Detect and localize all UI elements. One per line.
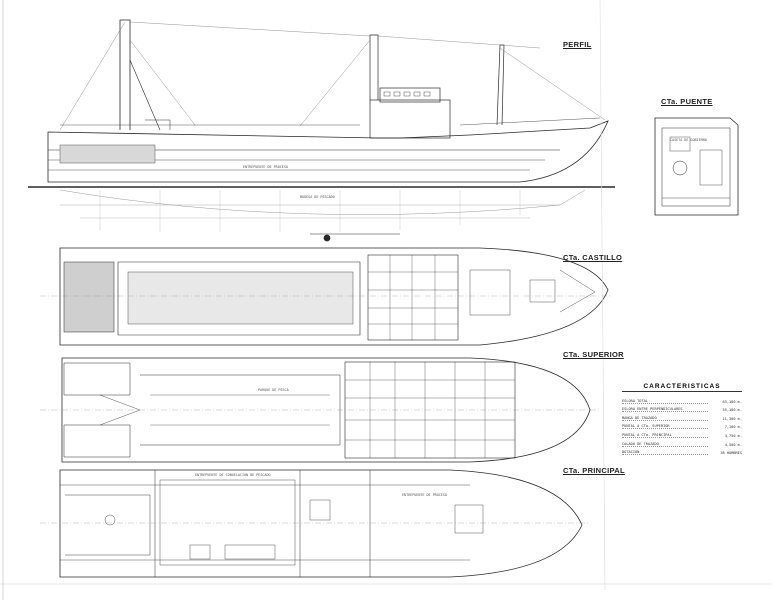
label-cta-principal: CTa. PRINCIPAL: [563, 466, 625, 475]
profile-mast-fore: [496, 44, 505, 126]
profile-wheelhouse: [379, 87, 441, 103]
spec-label: CALADO DE TRAZADO: [622, 442, 708, 447]
note-main-deck-fwd: ENTREPUENTE DE PROCESO: [402, 493, 447, 497]
main-deck-view: [40, 469, 590, 578]
label-cta-superior: CTa. SUPERIOR: [563, 350, 624, 359]
spec-row: PUNTAL A CTa. SUPERIOR 7,100 m.: [622, 421, 742, 430]
forecastle-deck-view: [40, 247, 612, 346]
spec-value: 7,100 m.: [724, 425, 742, 430]
profile-gantry-aft: [119, 19, 131, 130]
scale-marker-icon: [323, 234, 331, 242]
profile-stern-ramp: [59, 144, 156, 164]
spec-value: 63,100 m.: [722, 399, 742, 404]
spec-label: MANGA DE TRAZADO: [622, 416, 708, 421]
forecastle-trawl-deck: [127, 271, 354, 325]
spec-row: CALADO DE TRAZADO 4,500 m.: [622, 438, 742, 447]
note-main-deck-hold: ENTREPUENTE DE CONGELACION DE PESCADO: [195, 473, 271, 477]
spec-label: DOTACION: [622, 450, 708, 456]
spec-value: 11,300 m.: [722, 416, 742, 421]
spec-value: 4,750 m.: [724, 433, 742, 438]
note-profile-bodega: BODEGA DE PESCADO: [300, 195, 335, 199]
characteristics-title: CARACTERISTICAS: [622, 383, 742, 392]
label-cta-puente: CTa. PUENTE: [661, 97, 713, 106]
forecastle-accommodation: [367, 254, 459, 341]
bridge-deck-view: [654, 117, 739, 216]
upper-deck-hull-outline: [61, 357, 591, 463]
profile-hull: [47, 120, 609, 183]
spec-label: ESLORA ENTRE PERPENDICULARES: [622, 407, 708, 413]
label-cta-castillo: CTa. CASTILLO: [563, 253, 623, 262]
spec-value: 38 HOMBRES: [720, 451, 742, 456]
spec-value: 55,100 m.: [722, 408, 742, 413]
profile-mast-mid: [369, 34, 379, 100]
spec-row: MANGA DE TRAZADO 11,300 m.: [622, 412, 742, 421]
main-deck-hatch-icon: [104, 514, 116, 526]
note-profile-hold: ENTREPUENTE DE PROCESO: [243, 165, 288, 169]
spec-label: PUNTAL A CTa. PRINCIPAL: [622, 433, 708, 438]
label-perfil: PERFIL: [563, 40, 592, 49]
bridge-console-icon: [672, 160, 688, 176]
main-deck-hull-outline: [59, 469, 583, 578]
spec-value: 4,500 m.: [724, 442, 742, 447]
spec-label: ESLORA TOTAL: [622, 399, 708, 404]
profile-view: [28, 19, 615, 242]
main-deck-freezer-hold: [159, 479, 296, 566]
spec-row: ESLORA TOTAL 63,100 m.: [622, 395, 742, 404]
spec-label: PUNTAL A CTa. SUPERIOR: [622, 424, 708, 430]
spec-row: ESLORA ENTRE PERPENDICULARES 55,100 m.: [622, 404, 742, 413]
note-superior-parque: PARQUE DE PESCA: [258, 388, 289, 392]
characteristics-table: CARACTERISTICAS ESLORA TOTAL 63,100 m. ES…: [622, 383, 742, 456]
forecastle-hull-outline: [59, 247, 609, 346]
spec-row: PUNTAL A CTa. PRINCIPAL 4,750 m.: [622, 429, 742, 438]
spec-row: DOTACION 38 HOMBRES: [622, 447, 742, 456]
bridge-deck-outline: [654, 117, 739, 216]
note-bridge-caseta: CASETA DE GOBIERNO: [670, 138, 707, 142]
profile-superstructure: [369, 99, 451, 139]
upper-deck-view: [40, 357, 600, 463]
